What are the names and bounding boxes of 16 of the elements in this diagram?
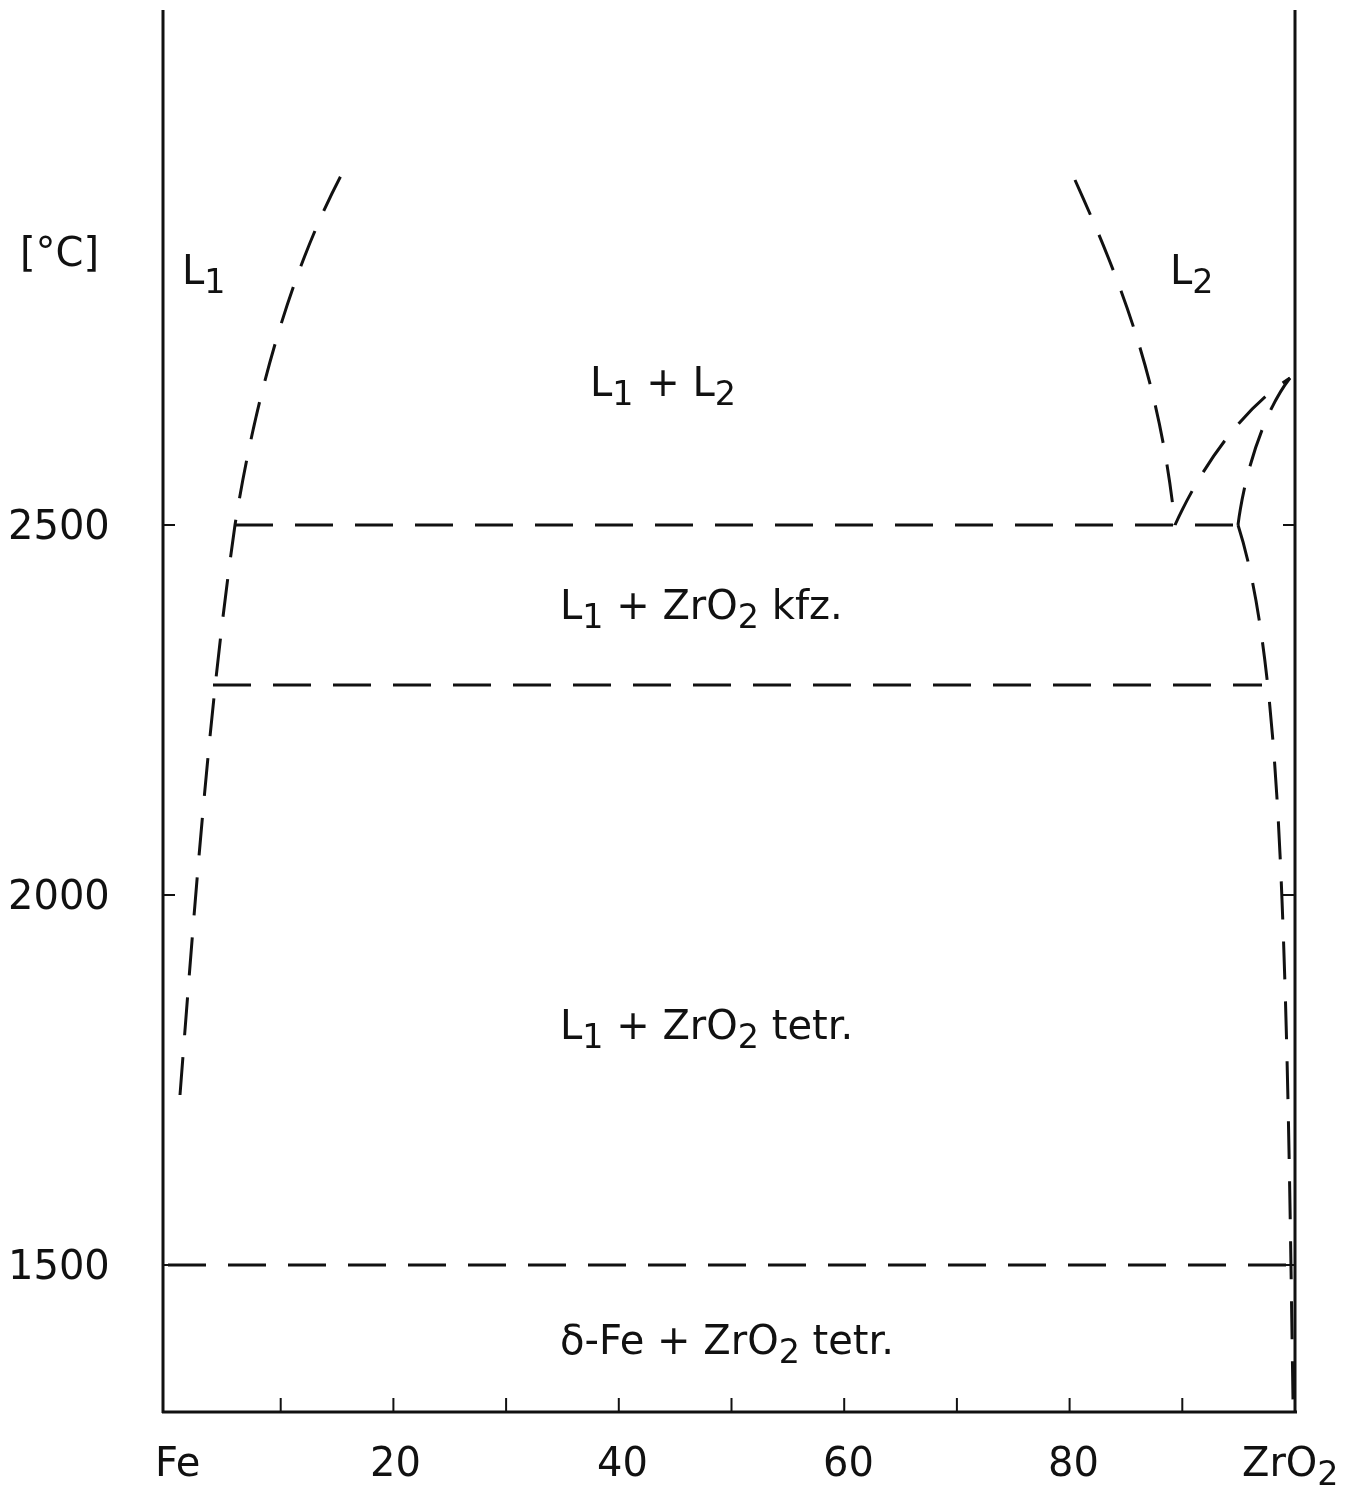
phase-label: δ-Fe + ZrO$_{2}$ tetr.	[560, 1320, 895, 1369]
tick-label: 80	[1048, 1442, 1099, 1482]
tick-label: Fe	[155, 1442, 201, 1482]
tick-label: 2000	[8, 875, 110, 915]
phase-label: L$_{1}$ + ZrO$_{2}$ tetr.	[560, 1005, 854, 1054]
tick-label: 2500	[8, 505, 110, 545]
tick-label: 20	[370, 1442, 421, 1482]
phase-label: L$_{1}$ + L$_{2}$	[590, 362, 736, 411]
tick-label: ZrO$_{2}$	[1242, 1442, 1339, 1491]
phase-label: L$_{1}$ + ZrO$_{2}$ kfz.	[560, 585, 843, 634]
axis-unit-label: [°C]	[20, 232, 100, 272]
tick-label: 60	[823, 1442, 874, 1482]
tick-label: 1500	[8, 1245, 110, 1285]
phase-label: L$_{1}$	[182, 250, 226, 299]
phase-label: L$_{2}$	[1170, 250, 1214, 299]
tick-label: 40	[597, 1442, 648, 1482]
